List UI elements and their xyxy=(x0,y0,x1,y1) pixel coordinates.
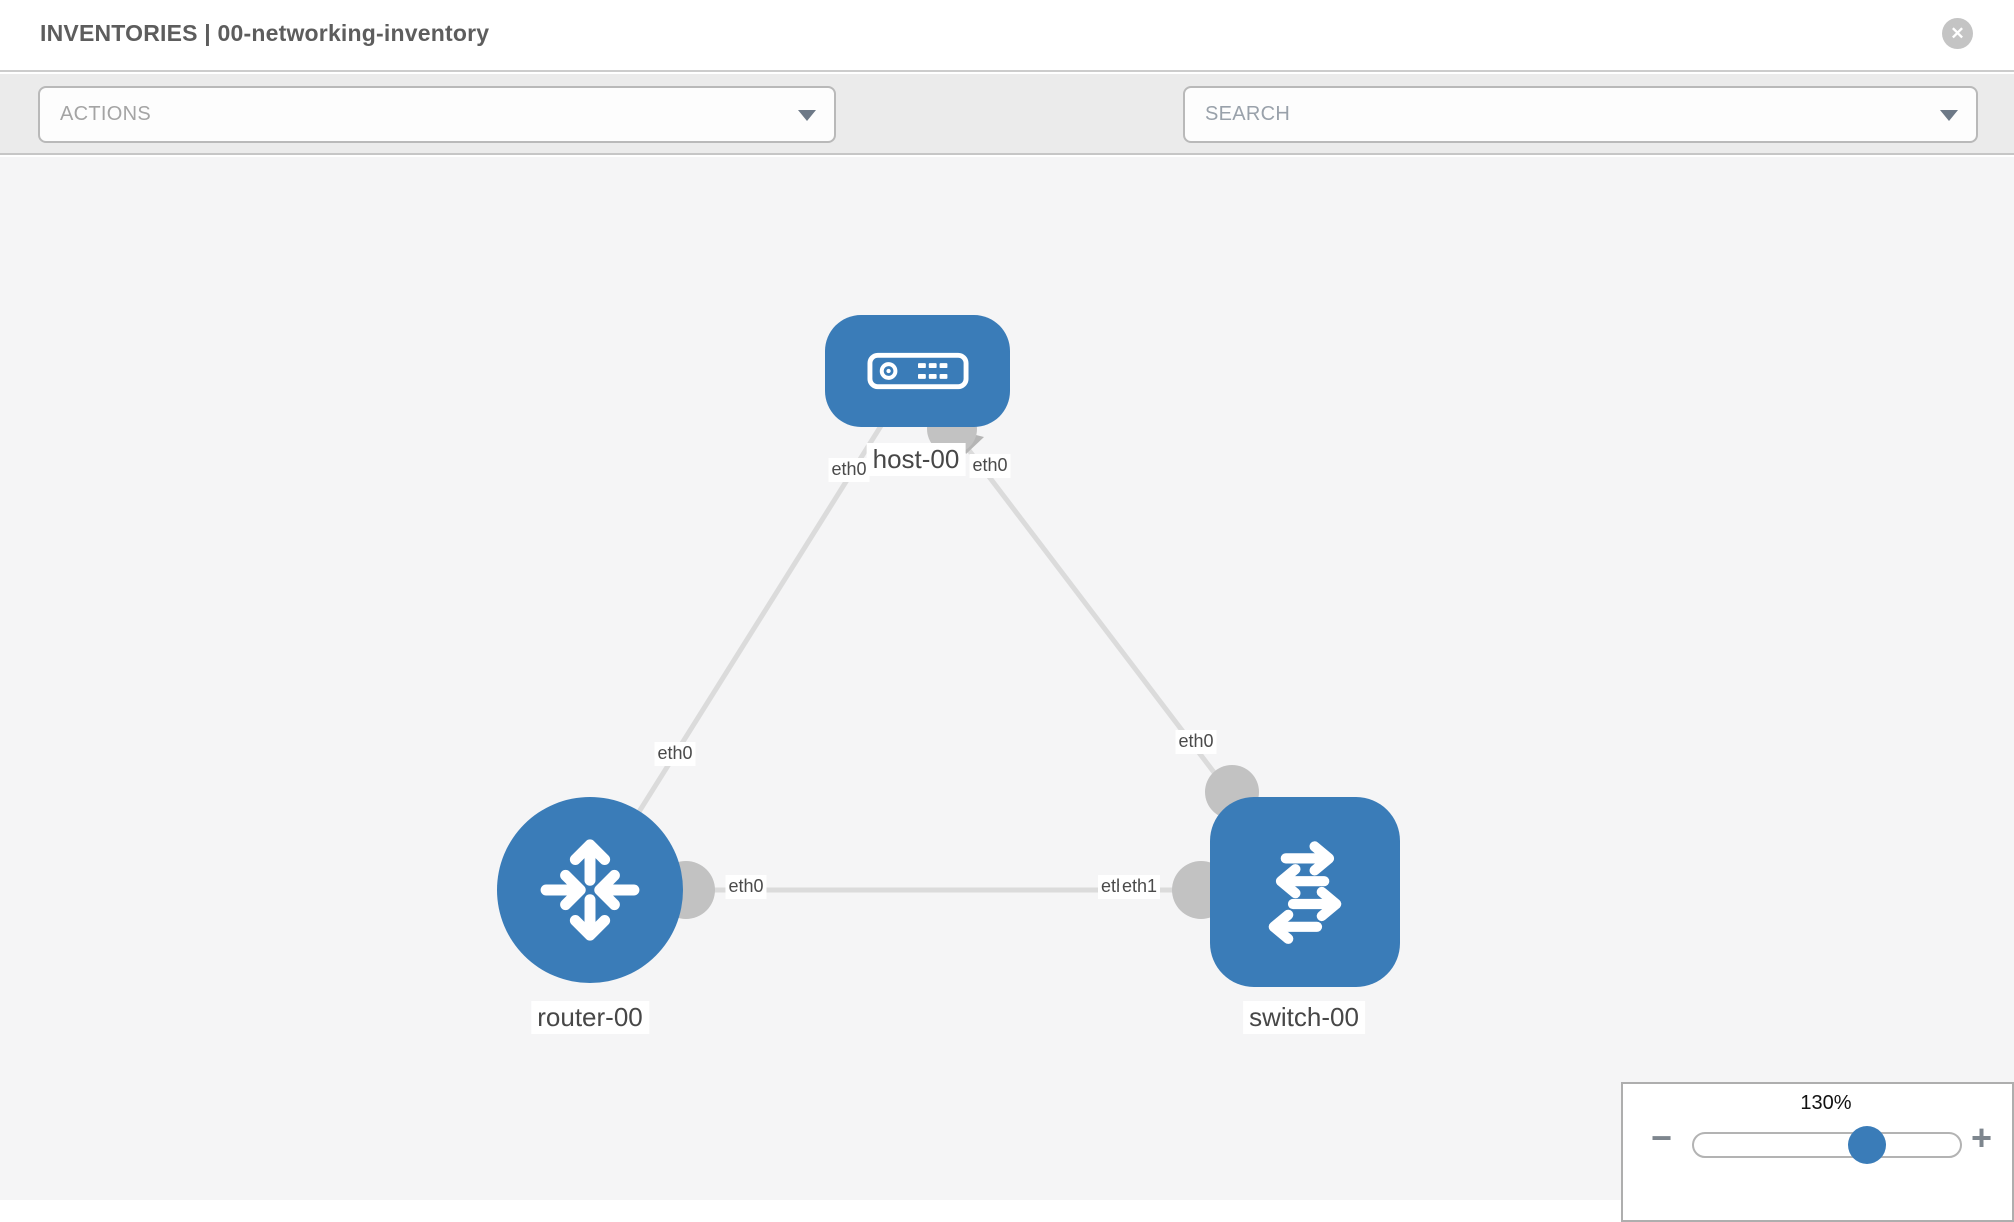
zoom-slider-track[interactable] xyxy=(1692,1126,1962,1164)
link-router-host[interactable] xyxy=(587,368,919,892)
actions-dropdown-label: ACTIONS xyxy=(60,103,151,125)
iface-label: eth0 xyxy=(1175,730,1217,754)
close-icon: ✕ xyxy=(1950,24,1965,43)
page-title: INVENTORIES | 00-networking-inventory xyxy=(40,20,490,46)
toolbar: ACTIONS SEARCH xyxy=(0,74,2014,200)
iface-label: eth1 xyxy=(1119,875,1161,899)
search-input[interactable]: SEARCH xyxy=(1183,86,1978,143)
chevron-down-icon xyxy=(1940,109,1958,121)
router-icon xyxy=(540,839,640,941)
chevron-down-icon xyxy=(798,109,816,121)
zoom-slider-thumb[interactable] xyxy=(1848,1126,1886,1164)
zoom-in-button[interactable]: + xyxy=(1971,1117,1993,1158)
actions-dropdown[interactable]: ACTIONS xyxy=(38,86,836,143)
iface-label: eth0 xyxy=(725,875,767,899)
node-router-00[interactable] xyxy=(497,797,683,983)
close-button[interactable]: ✕ xyxy=(1942,18,1973,49)
zoom-out-button[interactable]: − xyxy=(1651,1117,1673,1158)
zoom-level-value: 130% xyxy=(1800,1092,1852,1114)
node-switch-00[interactable] xyxy=(1210,797,1400,987)
links-layer xyxy=(587,368,1307,919)
header: INVENTORIES | 00-networking-inventory ✕ xyxy=(0,0,2014,72)
node-label-switch: switch-00 xyxy=(1243,1001,1365,1034)
iface-label: eth0 xyxy=(654,742,696,766)
node-label-host: host-00 xyxy=(866,443,966,476)
node-label-router: router-00 xyxy=(531,1001,649,1034)
zoom-panel: 130% − + xyxy=(1621,1082,2014,1222)
search-placeholder: SEARCH xyxy=(1205,103,1291,125)
topology-canvas[interactable]: host-00 router-00 switch-00 eth0 eth0 et… xyxy=(0,157,2014,1200)
node-host-00[interactable] xyxy=(825,315,1010,427)
iface-label: eth0 xyxy=(828,458,870,482)
iface-label: eth0 xyxy=(969,454,1011,478)
host-icon xyxy=(866,352,969,390)
switch-icon xyxy=(1268,841,1342,944)
